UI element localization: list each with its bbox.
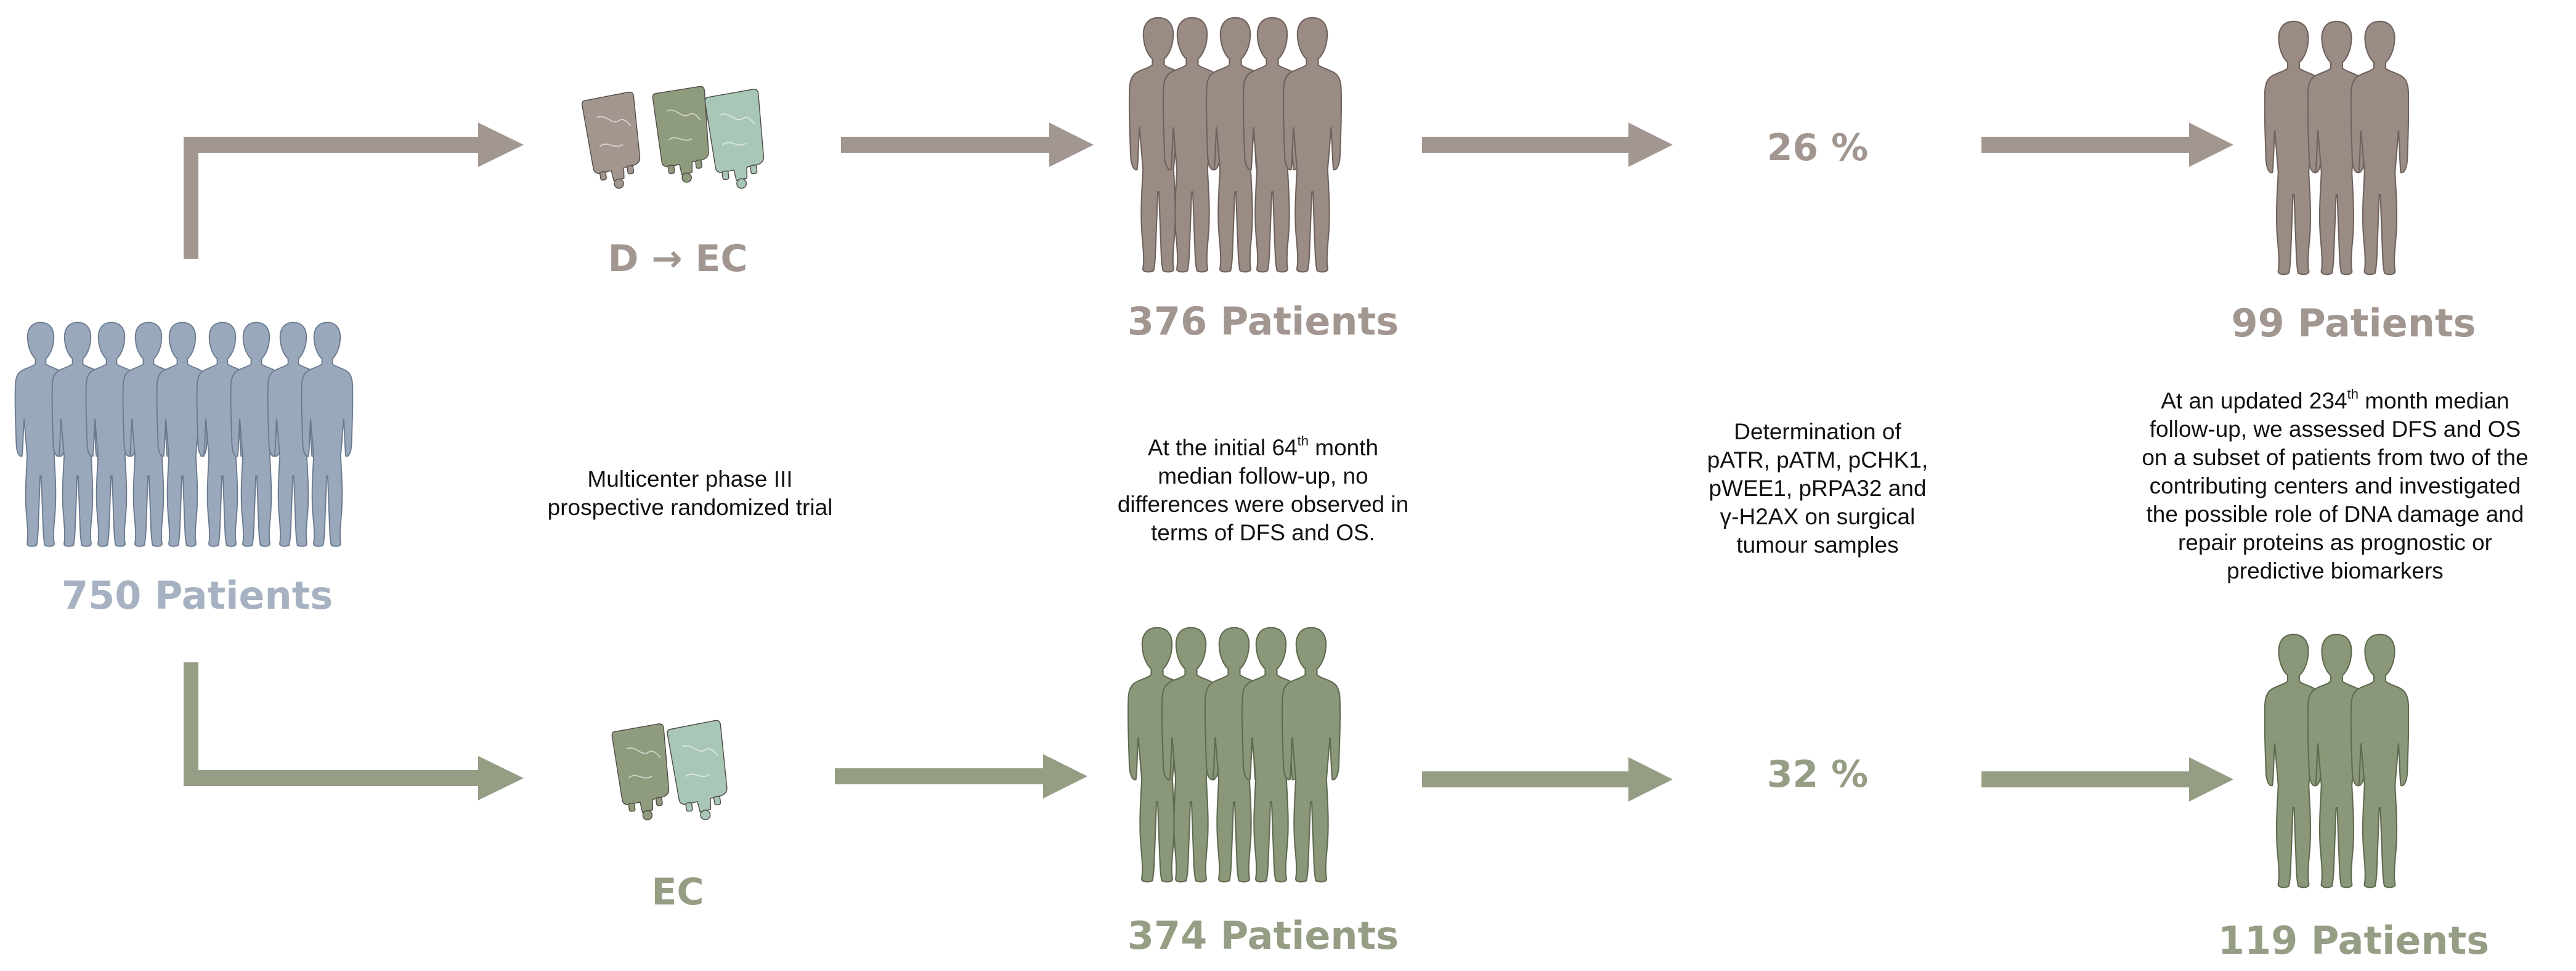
initial-follow-up-line: At the initial 64th month bbox=[1072, 434, 1454, 462]
trial-design-line: prospective randomized trial bbox=[547, 495, 833, 520]
updated-follow-up-line: repair proteins as prognostic or bbox=[2177, 530, 2493, 555]
biomarker-determination-note: Determination of pATR, pATM, pCHK1, pWEE… bbox=[1700, 418, 1935, 559]
infusion-bags bbox=[580, 85, 771, 824]
person-silhouette-icon bbox=[51, 322, 104, 547]
note-text: month bbox=[1308, 435, 1379, 460]
arrow-right-icon bbox=[1981, 123, 2233, 167]
arm-top-patients-label: 376 Patients bbox=[1127, 299, 1399, 344]
updated-follow-up-note: At an updated 234th month median follow-… bbox=[2107, 387, 2563, 585]
person-silhouette-icon bbox=[1281, 627, 1341, 883]
arrow-right-icon bbox=[1422, 123, 1673, 167]
arm-top-final-patient-group bbox=[2264, 20, 2409, 275]
branch-arrow-bottom bbox=[184, 662, 524, 800]
updated-follow-up-line: predictive biomarkers bbox=[2227, 558, 2444, 583]
arm-bottom-final-patient-group bbox=[2264, 633, 2409, 888]
arrow-right-icon bbox=[1981, 757, 2233, 802]
note-text: At an updated 234 bbox=[2161, 388, 2347, 413]
note-text: At the initial 64 bbox=[1147, 435, 1298, 460]
updated-follow-up-line: on a subset of patients from two of the bbox=[2142, 445, 2529, 470]
updated-follow-up-line: contributing centers and investigated bbox=[2149, 473, 2521, 498]
arm-top-percent-label: 26 % bbox=[1766, 126, 1869, 169]
regimen-bottom-label: EC bbox=[651, 871, 704, 914]
biomarker-line: pATR, pATM, pCHK1, bbox=[1707, 447, 1928, 473]
arm-top-patient-group bbox=[1128, 17, 1343, 273]
arrow-right-icon bbox=[841, 123, 1094, 167]
biomarker-line: γ-H2AX on surgical bbox=[1720, 504, 1916, 529]
start-patient-group bbox=[14, 322, 354, 547]
branch-arrow-top bbox=[184, 123, 524, 259]
person-silhouette-icon bbox=[122, 322, 175, 547]
start-patients-label: 750 Patients bbox=[62, 573, 333, 618]
initial-follow-up-note: At the initial 64th month median follow-… bbox=[1072, 434, 1454, 547]
initial-follow-up-line: differences were observed in bbox=[1117, 492, 1409, 517]
updated-follow-up-line: At an updated 234th month median bbox=[2107, 387, 2563, 415]
iv-bag-icon bbox=[610, 722, 676, 824]
iv-bag-icon bbox=[580, 90, 647, 193]
note-text: month median bbox=[2359, 388, 2509, 413]
note-superscript: th bbox=[1297, 433, 1309, 449]
initial-follow-up-line: median follow-up, no bbox=[1158, 463, 1368, 489]
updated-follow-up-line: follow-up, we assessed DFS and OS bbox=[2149, 416, 2521, 442]
arm-bottom-final-patients-label: 119 Patients bbox=[2217, 918, 2490, 963]
flow-arrows bbox=[184, 123, 2233, 802]
biomarker-line: pWEE1, pRPA32 and bbox=[1709, 476, 1927, 501]
iv-bag-icon bbox=[651, 85, 715, 186]
person-silhouette-icon bbox=[2350, 20, 2409, 275]
person-silhouette-icon bbox=[196, 322, 249, 547]
updated-follow-up-line: the possible role of DNA damage and bbox=[2146, 502, 2524, 527]
note-superscript: th bbox=[2347, 386, 2359, 402]
biomarker-line: tumour samples bbox=[1736, 532, 1899, 558]
regimen-top-label: D → EC bbox=[607, 237, 748, 280]
person-silhouette-icon bbox=[2350, 633, 2409, 888]
iv-bag-icon bbox=[665, 719, 734, 824]
arrow-right-icon bbox=[835, 754, 1087, 798]
arrow-right-icon bbox=[1422, 757, 1673, 802]
person-silhouette-icon bbox=[267, 322, 320, 547]
initial-follow-up-line: terms of DFS and OS. bbox=[1151, 520, 1375, 545]
biomarker-line: Determination of bbox=[1734, 419, 1901, 444]
arm-bottom-percent-label: 32 % bbox=[1766, 753, 1869, 796]
person-silhouette-icon bbox=[301, 322, 354, 547]
arm-bottom-patients-label: 374 Patients bbox=[1127, 913, 1399, 958]
iv-bag-icon bbox=[703, 87, 771, 193]
trial-design-line: Multicenter phase III bbox=[587, 466, 793, 492]
arm-bottom-patient-group bbox=[1127, 627, 1341, 883]
person-silhouette-icon bbox=[1282, 17, 1343, 273]
arm-top-final-patients-label: 99 Patients bbox=[2231, 301, 2476, 346]
trial-design-note: Multicenter phase III prospective random… bbox=[481, 465, 900, 522]
